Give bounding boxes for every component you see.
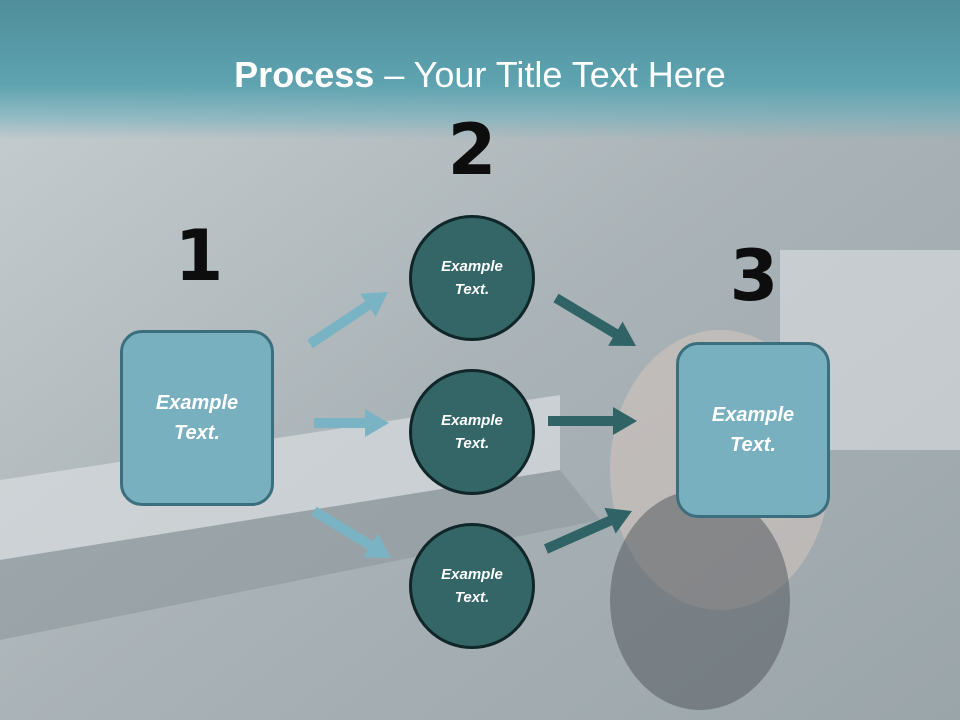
- title-bold: Process: [234, 54, 375, 95]
- title-rest: – Your Title Text Here: [374, 54, 726, 95]
- step-number-1: 1: [174, 215, 224, 297]
- step-1-box: Example Text.: [120, 330, 274, 506]
- step-number-2: 2: [447, 109, 497, 191]
- phone-shape: [610, 490, 790, 710]
- page-title: Process – Your Title Text Here: [0, 50, 960, 100]
- title-band: [0, 0, 960, 140]
- arrow-2-bottom-to-3: [544, 507, 632, 554]
- laptop-base: [0, 470, 600, 640]
- step-2-label-top: Example Text.: [441, 258, 503, 298]
- step-2-label-bottom: Example Text.: [441, 566, 503, 606]
- step-2-label-middle: Example Text.: [441, 412, 503, 452]
- step-3-label: Example Text.: [711, 404, 795, 456]
- arrow-1-to-2-bottom: [311, 506, 391, 558]
- arrow-1-to-2-middle: [314, 409, 389, 437]
- step-1-label: Example Text.: [155, 392, 239, 444]
- step-2-circle-bottom: Example Text.: [409, 523, 535, 649]
- arrow-2-middle-to-3: [548, 407, 637, 435]
- step-number-3: 3: [729, 235, 779, 317]
- step-2-circle-middle: Example Text.: [409, 369, 535, 495]
- arrow-2-top-to-3: [553, 293, 636, 346]
- arrow-1-to-2-top: [307, 292, 388, 349]
- step-2-circle-top: Example Text.: [409, 215, 535, 341]
- step-3-box: Example Text.: [676, 342, 830, 518]
